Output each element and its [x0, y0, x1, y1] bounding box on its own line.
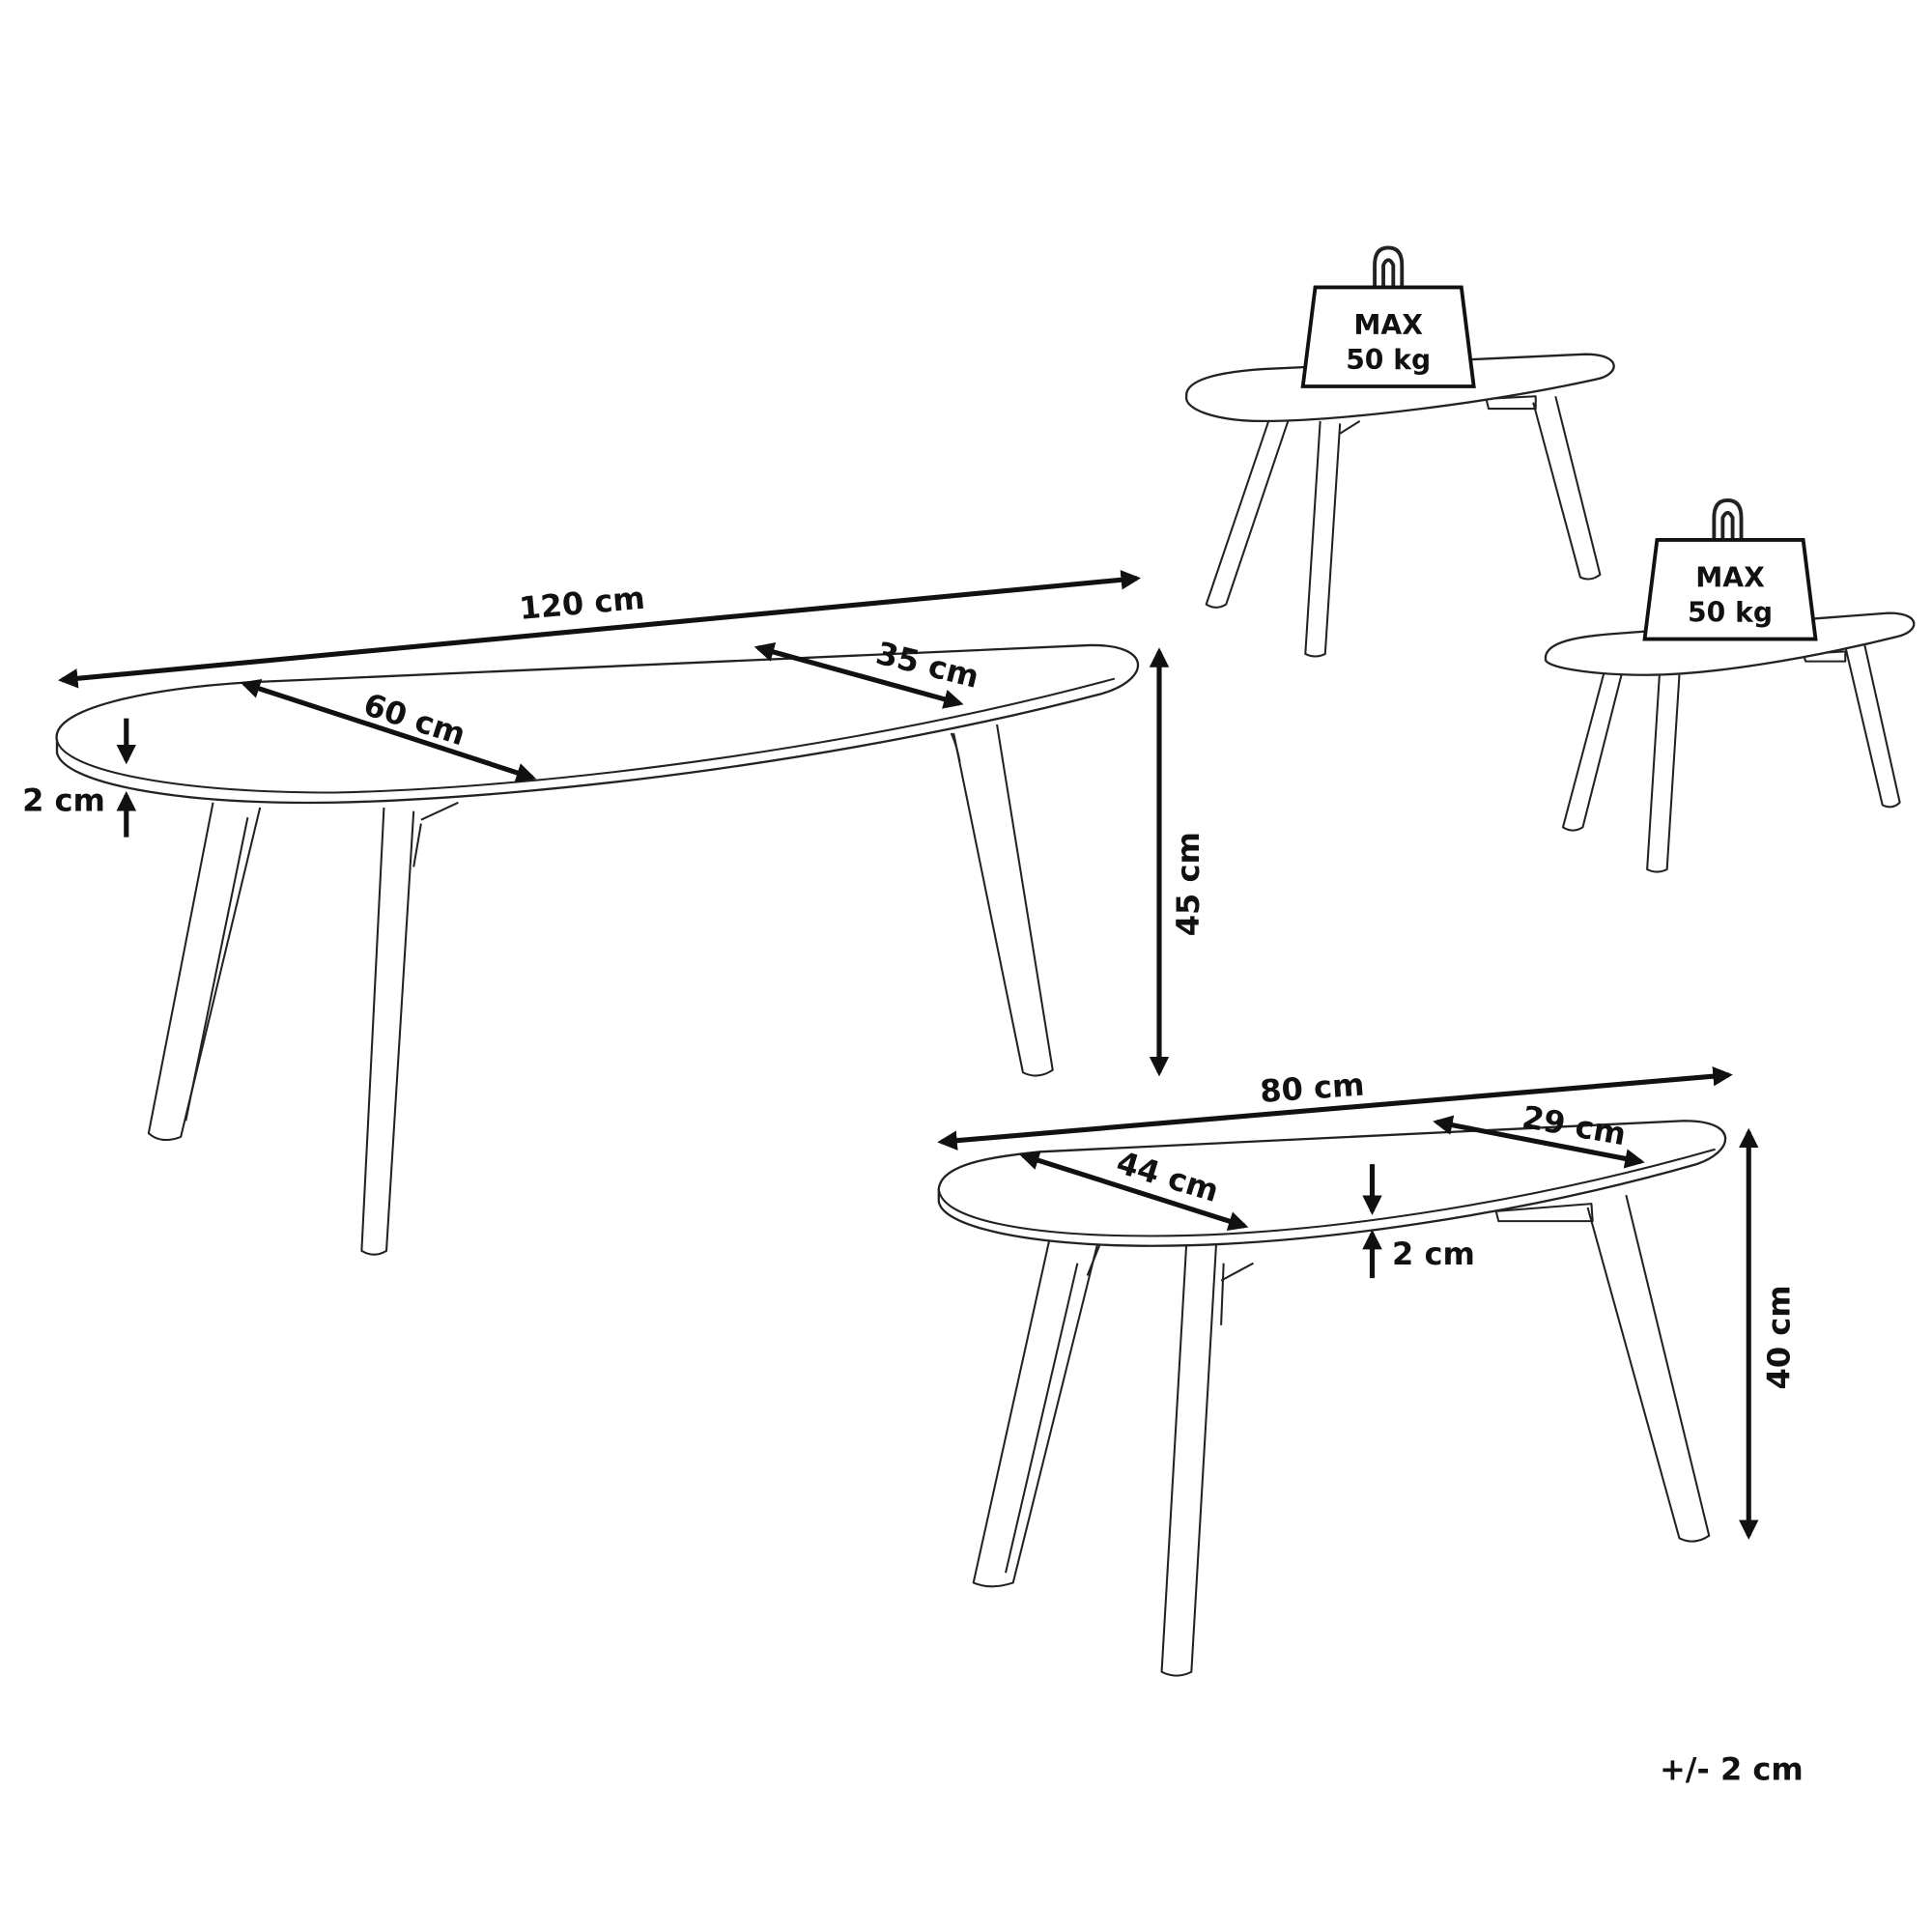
large-table-leg-middle: [360, 807, 415, 1256]
small-table-leg-right: [1586, 1194, 1711, 1543]
large-length-label: 120 cm: [518, 580, 646, 627]
weight-label-line2: 50 kg: [1346, 344, 1431, 376]
weight-label-line1: MAX: [1695, 562, 1765, 594]
small-height-label: 40 cm: [1761, 1285, 1798, 1389]
tolerance-note: +/- 2 cm: [1660, 1750, 1804, 1787]
weight-icon: MAX 50 kg: [1300, 245, 1476, 388]
load-illustration-small: MAX 50 kg: [1544, 498, 1916, 873]
large-height-label: 45 cm: [1170, 832, 1207, 936]
small-table-leg-left: [972, 1236, 1098, 1588]
small-table-leg-middle: [1160, 1243, 1217, 1677]
load-illustration-large: MAX 50 kg: [1185, 245, 1615, 658]
weight-label-line2: 50 kg: [1688, 597, 1773, 629]
weight-icon: MAX 50 kg: [1642, 498, 1818, 641]
small-table-top-small-view: [1544, 611, 1916, 676]
small-length-label: 80 cm: [1259, 1066, 1366, 1110]
large-table-leg-left: [147, 802, 262, 1142]
large-table-leg-right: [952, 724, 1054, 1077]
weight-label-line1: MAX: [1353, 309, 1423, 341]
small-thickness-label: 2 cm: [1392, 1236, 1475, 1272]
small-table: [937, 1120, 1727, 1677]
large-thickness-label: 2 cm: [22, 782, 105, 819]
